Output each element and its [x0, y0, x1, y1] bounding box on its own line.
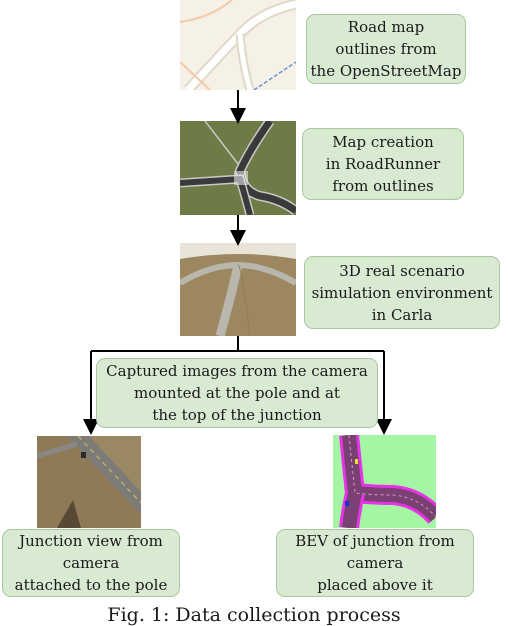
step-box-carla: 3D real scenario simulation environment … [304, 256, 500, 329]
step-box-openstreetmap: Road map outlines from the OpenStreetMap [306, 14, 466, 84]
carla-3d-environment-image [180, 243, 296, 336]
branch-label-box: Captured images from the camera mounted … [96, 358, 378, 428]
step-box-roadrunner: Map creation in RoadRunner from outlines [302, 128, 464, 200]
pole-camera-view-image [37, 436, 141, 528]
bev-segmentation-view-image [333, 435, 436, 528]
figure-caption: Fig. 1: Data collection process [107, 604, 401, 626]
output-box-pole-view: Junction view from camera attached to th… [2, 529, 180, 597]
output-box-bev-view: BEV of junction from camera placed above… [276, 529, 474, 597]
roadrunner-junction-map-image [180, 121, 296, 215]
openstreetmap-road-outline-image [180, 0, 296, 90]
